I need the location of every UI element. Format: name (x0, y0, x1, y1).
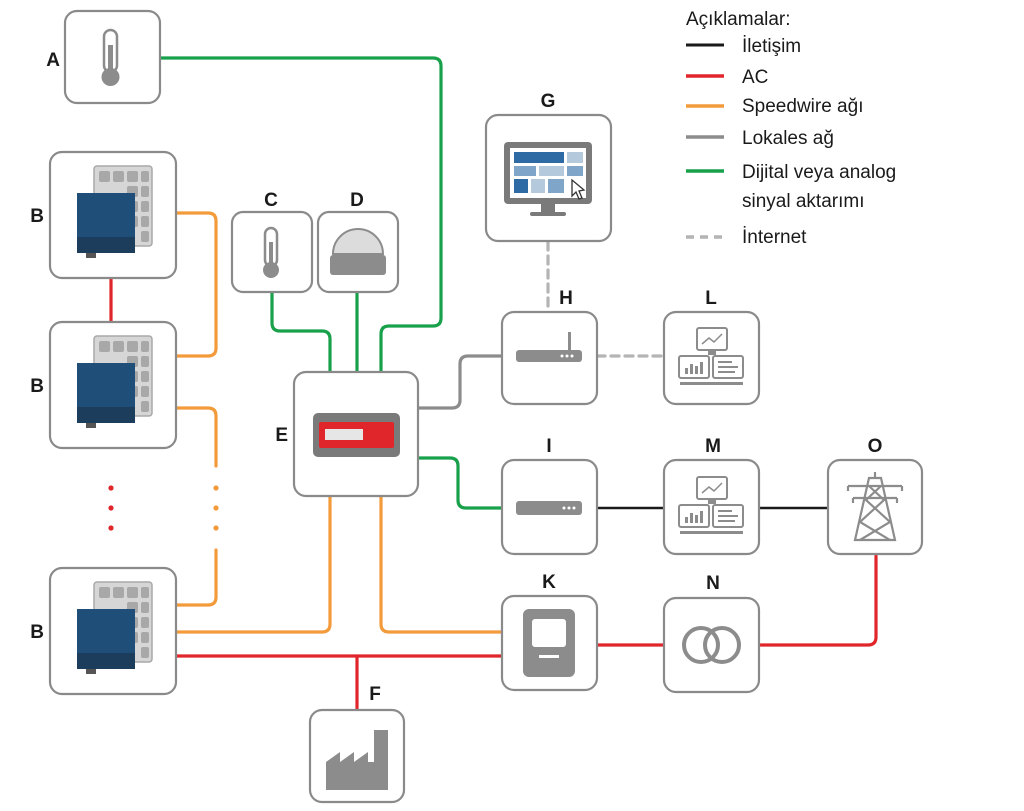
label-c: C (264, 190, 278, 211)
label-m: M (705, 436, 721, 457)
sensor-dome-icon (330, 228, 386, 275)
thermometer-icon (263, 226, 279, 278)
node-m: M (662, 436, 761, 556)
legend: Açıklamalar: İletişim AC Speedwire ağı L… (686, 9, 896, 248)
legend-label-ac: AC (742, 67, 768, 88)
node-l: L (662, 288, 761, 406)
signal-line-c-e (270, 290, 332, 374)
legend-item-ac: AC (686, 67, 768, 88)
node-o: O (826, 436, 924, 556)
legend-item-speedwire: Speedwire ağı (686, 96, 863, 117)
signal-line-a-e (158, 56, 443, 374)
label-e: E (275, 425, 288, 446)
label-k: K (542, 572, 556, 593)
node-c: C (230, 190, 314, 294)
legend-label-lan: Lokales ağ (742, 128, 834, 149)
signal-line-e-i (416, 456, 504, 510)
node-k: K (500, 572, 599, 692)
label-b2: B (30, 376, 44, 397)
speedwire-line-b2-down (174, 406, 218, 468)
monitor-portal-icon (504, 142, 592, 216)
label-f: F (369, 684, 381, 705)
energy-meter-icon (523, 609, 575, 677)
node-a: A (46, 9, 162, 105)
controller-device-icon (313, 413, 400, 457)
label-g: G (541, 91, 556, 112)
label-h: H (559, 288, 573, 309)
lan-line-e-h (416, 354, 504, 410)
ac-line-n-o (757, 554, 878, 647)
label-l: L (705, 288, 717, 309)
legend-label-communication: İletişim (742, 36, 801, 57)
node-n: N (662, 573, 761, 694)
legend-label-speedwire: Speedwire ağı (742, 96, 863, 117)
node-d: D (316, 190, 400, 294)
node-e: E (275, 370, 420, 498)
node-b1: B (30, 150, 178, 280)
speedwire-line-b3-e (174, 494, 332, 634)
inverter-pv-icon (77, 165, 153, 258)
speedwire-line-e-k (379, 494, 504, 634)
legend-label-signal: Dijital veya analog (742, 162, 896, 183)
inverter-pv-icon (77, 581, 153, 674)
legend-title: Açıklamalar: (686, 9, 791, 30)
router-icon (516, 332, 582, 362)
scada-computers-icon (678, 327, 744, 385)
modem-icon (516, 501, 582, 515)
label-b1: B (30, 206, 44, 227)
legend-item-communication: İletişim (686, 36, 801, 57)
node-b2: B (30, 320, 178, 450)
scada-computers-icon (678, 476, 744, 534)
label-b3: B (30, 622, 44, 643)
speedwire-line-b3-up (174, 548, 218, 607)
transformer-icon (682, 626, 741, 664)
label-o: O (868, 436, 883, 457)
inverter-pv-icon (77, 335, 153, 428)
legend-label-signal-line2: sinyal aktarımı (742, 191, 864, 212)
label-i: I (546, 436, 551, 457)
label-n: N (706, 573, 720, 594)
legend-item-internet: İnternet (686, 227, 807, 248)
node-g: G (484, 91, 613, 243)
connections (109, 56, 878, 712)
node-b3: B (30, 566, 178, 696)
legend-item-lan: Lokales ağ (686, 128, 834, 149)
legend-label-internet: İnternet (742, 227, 807, 248)
legend-item-signal: Dijital veya analog sinyal aktarımı (686, 162, 896, 212)
label-d: D (350, 190, 364, 211)
speedwire-line-b1-b2 (174, 211, 218, 358)
label-a: A (46, 50, 60, 71)
node-f: F (308, 684, 406, 804)
power-pylon-icon (846, 472, 904, 542)
node-i: I (500, 436, 599, 556)
thermometer-icon (101, 28, 120, 86)
factory-icon (326, 730, 388, 790)
node-h: H (500, 288, 599, 406)
continuation-dots (108, 485, 219, 531)
